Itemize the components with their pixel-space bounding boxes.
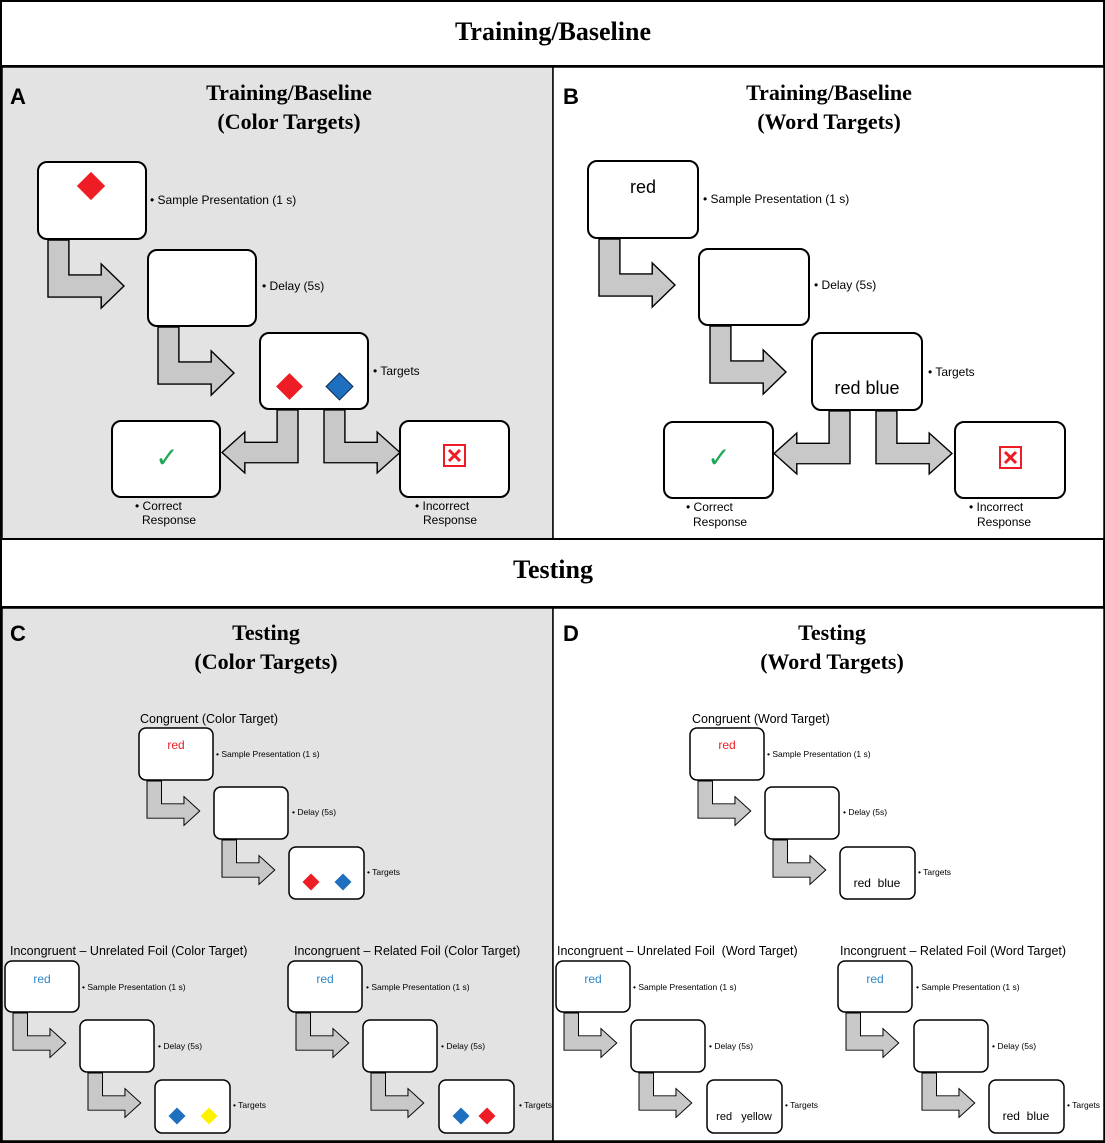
sample-word: red <box>33 972 50 986</box>
targets-label: • Targets <box>367 867 400 877</box>
sample-screen <box>689 727 765 781</box>
delay-label: • Delay (5s) <box>441 1041 485 1051</box>
panel-d-title-line1: Testing <box>798 620 866 645</box>
diamond-icon <box>325 372 354 401</box>
panel-c-title-line1: Testing <box>232 620 300 645</box>
delay-screen <box>79 1019 155 1073</box>
incorrect-label: • Incorrect <box>969 500 1024 514</box>
correct-screen <box>111 420 221 498</box>
sample-screen <box>837 960 913 1013</box>
unrelated-heading: Incongruent – Unrelated Foil (Word Targe… <box>557 944 798 958</box>
targets-screen <box>988 1079 1065 1134</box>
check-icon: ✓ <box>707 442 730 473</box>
sample-label: • Sample Presentation (1 s) <box>633 982 737 992</box>
sample-label: • Sample Presentation (1 s) <box>703 192 849 206</box>
targets-label: • Targets <box>918 867 951 877</box>
sample-screen <box>138 727 214 781</box>
sample-label: • Sample Presentation (1 s) <box>366 982 470 992</box>
sample-word: red <box>866 972 883 986</box>
targets-screen <box>811 332 923 411</box>
panel-a-letter: A <box>10 84 26 109</box>
diamond-icon <box>334 873 352 891</box>
sample-label: • Sample Presentation (1 s) <box>216 749 320 759</box>
panel-b-letter: B <box>563 84 579 109</box>
targets-label: • Targets <box>233 1100 266 1110</box>
delay-label: • Delay (5s) <box>158 1041 202 1051</box>
unrelated-heading: Incongruent – Unrelated Foil (Color Targ… <box>10 944 247 958</box>
panel-d-letter: D <box>563 621 579 646</box>
targets-words: red yellow <box>716 1111 772 1123</box>
sample-word: red <box>167 738 184 752</box>
related-heading: Incongruent – Related Foil (Color Target… <box>294 944 520 958</box>
sample-label: • Sample Presentation (1 s) <box>82 982 186 992</box>
targets-words: red blue <box>854 876 901 890</box>
panel-c-letter: C <box>10 621 26 646</box>
targets-screen <box>259 332 369 410</box>
section-title-training: Training/Baseline <box>455 17 651 46</box>
targets-label: • Targets <box>373 364 420 378</box>
targets-words: red blue <box>834 378 899 398</box>
sample-label: • Sample Presentation (1 s) <box>916 982 1020 992</box>
targets-screen <box>438 1079 515 1134</box>
sample-word: red <box>630 177 656 197</box>
close-box-icon <box>443 444 466 467</box>
sample-word: red <box>316 972 333 986</box>
sample-word: red <box>718 738 735 752</box>
delay-screen <box>147 249 257 327</box>
delay-label: • Delay (5s) <box>992 1041 1036 1051</box>
correct-label-line2: Response <box>142 513 196 527</box>
correct-label-line2: Response <box>693 515 747 529</box>
congruent-heading: Congruent (Word Target) <box>692 712 830 726</box>
delay-screen <box>698 248 810 326</box>
delay-label: • Delay (5s) <box>262 279 324 293</box>
targets-screen <box>839 846 916 900</box>
related-heading: Incongruent – Related Foil (Word Target) <box>840 944 1066 958</box>
delay-label: • Delay (5s) <box>843 807 887 817</box>
panel-b-title-line2: (Word Targets) <box>757 109 901 134</box>
targets-screen <box>288 846 365 900</box>
delay-label: • Delay (5s) <box>709 1041 753 1051</box>
correct-label: • Correct <box>135 499 183 513</box>
incorrect-label-line2: Response <box>977 515 1031 529</box>
close-box-icon <box>999 446 1022 469</box>
correct-label: • Correct <box>686 500 734 514</box>
diamond-icon <box>302 873 320 891</box>
delay-screen <box>213 786 289 840</box>
section-title-testing: Testing <box>513 555 593 584</box>
panel-d-title-line2: (Word Targets) <box>760 649 904 674</box>
targets-label: • Targets <box>928 365 975 379</box>
sample-word: red <box>584 972 601 986</box>
sample-screen <box>555 960 631 1013</box>
delay-screen <box>630 1019 706 1073</box>
incorrect-label: • Incorrect <box>415 499 470 513</box>
targets-label: • Targets <box>519 1100 552 1110</box>
panel-b-title-line1: Training/Baseline <box>746 80 912 105</box>
panel-a-title-line2: (Color Targets) <box>217 109 360 134</box>
sample-screen <box>37 161 147 240</box>
delay-label: • Delay (5s) <box>814 278 876 292</box>
incorrect-label-line2: Response <box>423 513 477 527</box>
delay-screen <box>362 1019 438 1073</box>
correct-screen <box>663 421 774 499</box>
sample-screen <box>4 960 80 1013</box>
sample-screen <box>287 960 363 1013</box>
targets-screen <box>154 1079 231 1134</box>
targets-label: • Targets <box>785 1100 818 1110</box>
panel-a-title-line1: Training/Baseline <box>206 80 372 105</box>
sample-label: • Sample Presentation (1 s) <box>150 193 296 207</box>
delay-screen <box>764 786 840 840</box>
sample-label: • Sample Presentation (1 s) <box>767 749 871 759</box>
panel-c-title-line2: (Color Targets) <box>194 649 337 674</box>
targets-label: • Targets <box>1067 1100 1100 1110</box>
delay-label: • Delay (5s) <box>292 807 336 817</box>
check-icon: ✓ <box>155 442 178 473</box>
congruent-heading: Congruent (Color Target) <box>140 712 278 726</box>
sample-screen <box>587 160 699 239</box>
targets-screen <box>706 1079 783 1134</box>
targets-words: red blue <box>1003 1109 1050 1123</box>
delay-screen <box>913 1019 989 1073</box>
